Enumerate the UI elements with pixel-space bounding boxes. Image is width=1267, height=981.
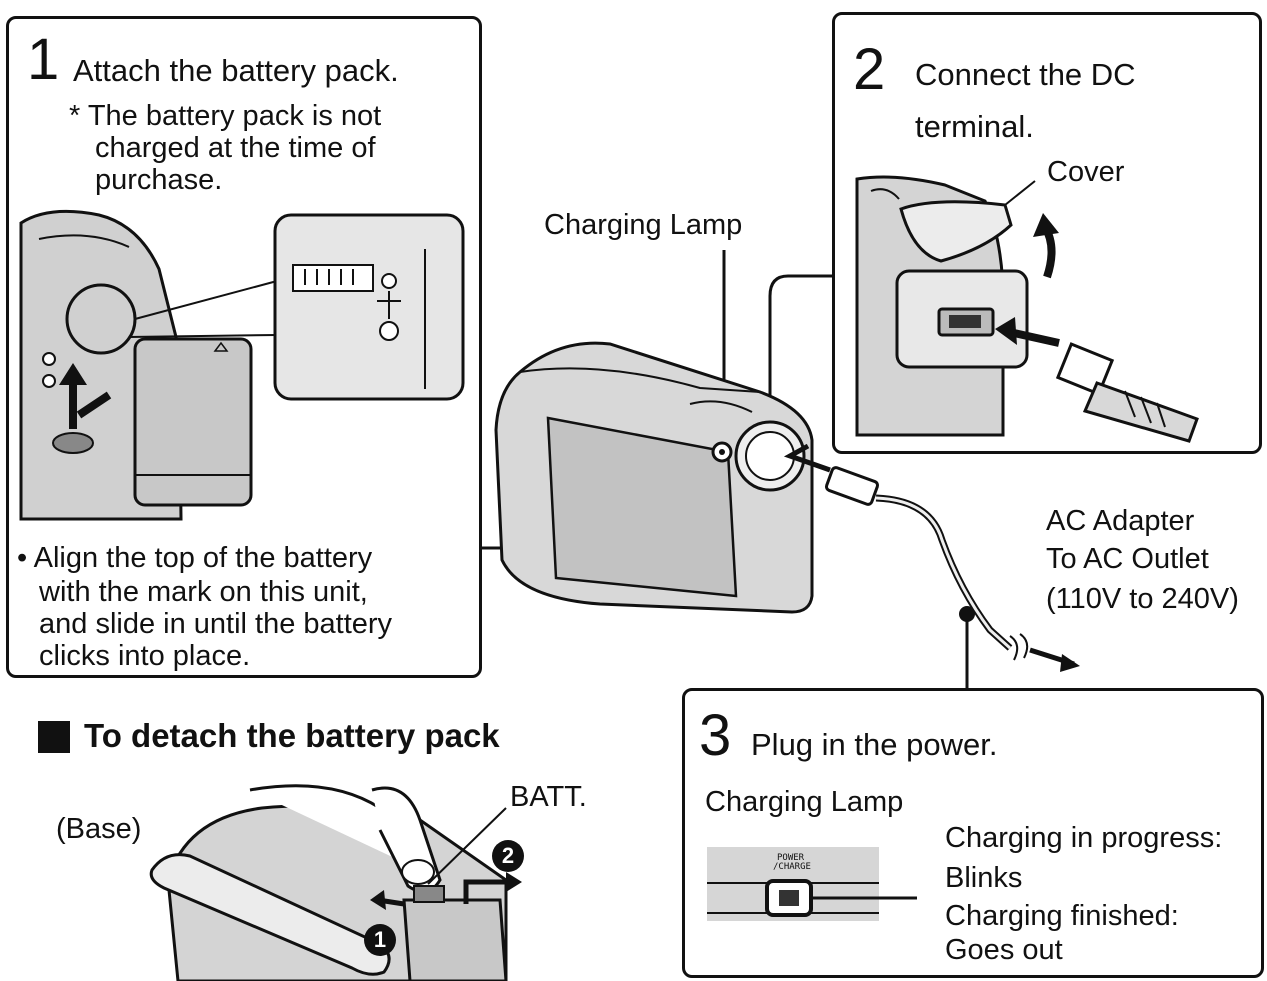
status-line-1: Charging in progress: [945,822,1223,854]
lamp-panel-text-2: /CHARGE [773,862,811,872]
adapter-line-3: (110V to 240V) [1046,583,1239,615]
step1-note-line-1: * The battery pack is not [69,100,382,132]
plug-in-arrow [783,443,831,473]
detach-step-marker-2: 2 [501,843,515,868]
dc-terminal-illustration [855,175,1199,443]
step1-instruction-line-1: • Align the top of the battery [17,542,373,574]
step1-instruction-line-2: with the mark on this unit, [39,576,368,608]
step2-number: 2 [853,37,886,102]
step3-title: Plug in the power. [751,727,998,762]
step1-instruction-line-4: clicks into place. [39,640,251,672]
step1-instruction-line-3: and slide in until the battery [39,608,393,640]
step1-panel: 1 Attach the battery pack. * The battery… [6,16,482,678]
charging-lamp-label: Charging Lamp [544,209,743,241]
cover-label: Cover [1047,156,1125,188]
status-line-4: Goes out [945,934,1063,966]
base-label: (Base) [56,813,142,845]
detach-heading: To detach the battery pack [84,717,500,754]
leader-line-terminal [768,274,832,418]
detach-step-marker-1: 1 [373,927,387,952]
step1-title: Attach the battery pack. [73,53,399,88]
lamp-panel-text-1: POWER [777,853,805,863]
camcorder-illustration [494,341,814,614]
step1-note-line-2: charged at the time of [95,132,376,164]
step2-title-line-1: Connect the DC [915,57,1136,92]
step1-number: 1 [27,27,60,92]
status-line-2: Blinks [945,862,1023,894]
step1-note-line-3: purchase. [95,164,223,196]
detach-heading-square [38,721,70,753]
batt-label: BATT. [510,781,587,813]
adapter-line-1: AC Adapter [1046,505,1195,537]
attach-battery-illustration [19,209,465,521]
step3-panel: 3 Plug in the power. Charging Lamp POWER… [682,688,1264,978]
leader-dot-cord [959,606,975,622]
adapter-line-2: To AC Outlet [1046,543,1209,575]
step3-number: 3 [699,703,732,768]
status-line-3: Charging finished: [945,900,1179,932]
ac-cord-illustration [824,466,1080,672]
step2-title-line-2: terminal. [915,109,1034,144]
step3-lamp-label: Charging Lamp [705,786,904,818]
step2-panel: 2 Connect the DC terminal. Cover [832,12,1262,454]
charging-lamp-illustration [707,847,917,921]
